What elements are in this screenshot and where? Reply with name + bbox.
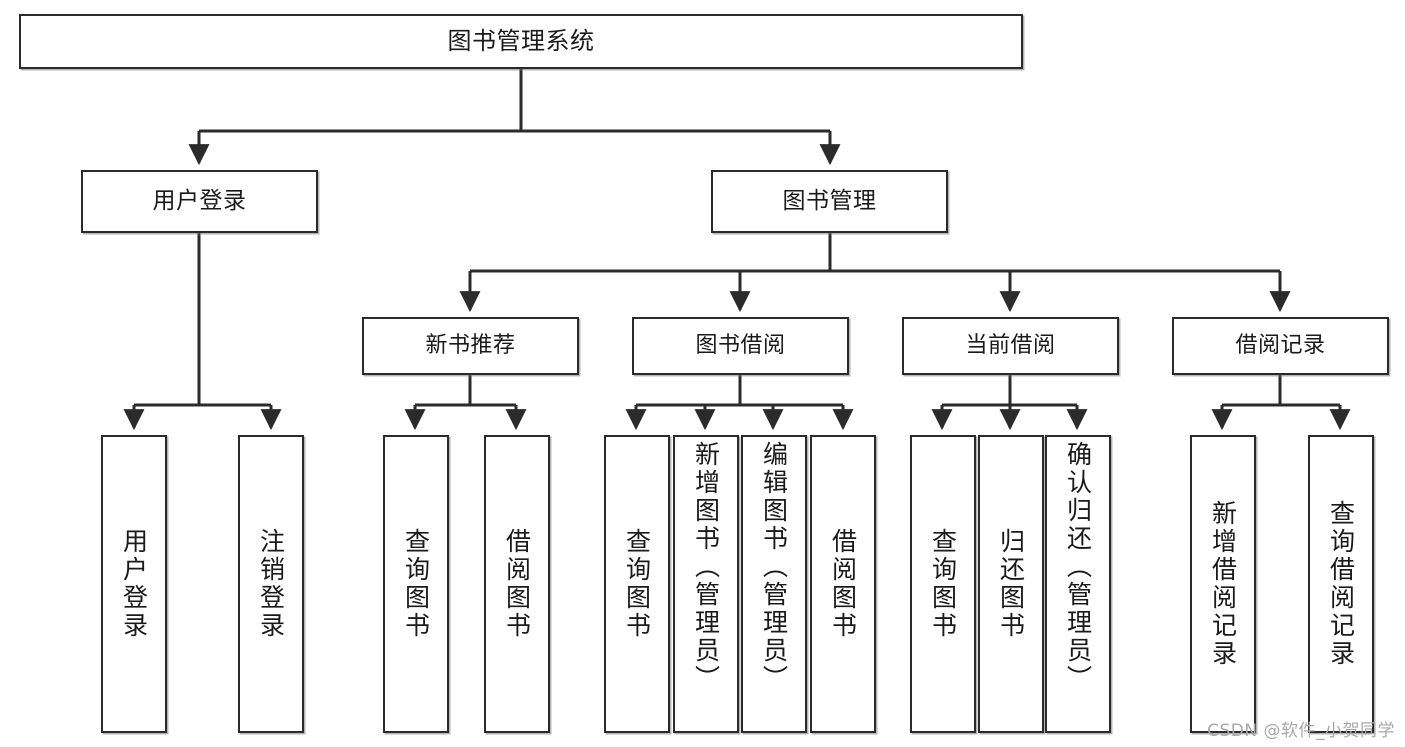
edges-book-management-to-level3 [459,233,1291,313]
watermark: CSDN @软件_小贺同学 [1207,721,1395,741]
node-leaf-query-book-3[interactable]: 查询图书 [910,435,976,733]
edges-user-login-to-leaves [123,233,282,431]
node-leaf-add-book[interactable]: 新增图书（管理员） [673,435,739,733]
node-leaf-query-book-2[interactable]: 查询图书 [604,435,670,733]
node-new-book-recommend[interactable]: 新书推荐 [362,317,579,375]
node-root[interactable]: 图书管理系统 [19,14,1023,69]
node-leaf-confirm-return-label: 确认归还（管理员） [1063,441,1093,693]
node-current-borrow[interactable]: 当前借阅 [902,317,1119,375]
node-leaf-query-book-1[interactable]: 查询图书 [383,435,449,733]
node-leaf-edit-book-label: 编辑图书（管理员） [759,441,789,693]
node-book-management[interactable]: 图书管理 [711,170,948,233]
node-borrow-record-label: 借阅记录 [1235,333,1326,359]
node-leaf-query-book-2-label: 查询图书 [622,528,652,640]
node-borrow-record[interactable]: 借阅记录 [1172,317,1389,375]
node-root-label: 图书管理系统 [447,26,595,55]
node-leaf-query-record[interactable]: 查询借阅记录 [1308,435,1374,733]
node-leaf-user-logout-label: 注销登录 [256,528,286,640]
node-book-borrow[interactable]: 图书借阅 [632,317,849,375]
node-book-management-label: 图书管理 [782,188,877,215]
node-leaf-borrow-book-2[interactable]: 借阅图书 [810,435,876,733]
node-leaf-edit-book[interactable]: 编辑图书（管理员） [741,435,807,733]
node-leaf-add-record-label: 新增借阅记录 [1208,500,1238,668]
node-leaf-query-book-3-label: 查询图书 [928,528,958,640]
node-leaf-add-record[interactable]: 新增借阅记录 [1190,435,1256,733]
node-user-login-label: 用户登录 [152,188,247,215]
node-leaf-query-record-label: 查询借阅记录 [1326,500,1356,668]
node-leaf-confirm-return[interactable]: 确认归还（管理员） [1045,435,1111,733]
node-leaf-borrow-book-1[interactable]: 借阅图书 [484,435,550,733]
node-book-borrow-label: 图书借阅 [695,333,786,359]
node-current-borrow-label: 当前借阅 [965,333,1056,359]
edges-current-borrow-to-leaves [931,375,1088,431]
node-leaf-return-book-label: 归还图书 [996,528,1026,640]
edges-borrow-record-to-leaves [1211,375,1351,431]
edges-new-book-recommend-to-leaves [404,375,527,431]
node-leaf-return-book[interactable]: 归还图书 [978,435,1044,733]
node-leaf-user-login[interactable]: 用户登录 [101,435,167,733]
node-leaf-query-book-1-label: 查询图书 [401,528,431,640]
node-user-login[interactable]: 用户登录 [81,170,318,233]
edges-root-to-level2 [188,69,841,166]
node-leaf-user-login-label: 用户登录 [119,528,149,640]
node-leaf-user-logout[interactable]: 注销登录 [238,435,304,733]
edges-book-borrow-to-leaves [625,375,854,431]
node-new-book-recommend-label: 新书推荐 [425,333,516,359]
node-leaf-add-book-label: 新增图书（管理员） [691,441,721,693]
node-leaf-borrow-book-1-label: 借阅图书 [502,528,532,640]
node-leaf-borrow-book-2-label: 借阅图书 [828,528,858,640]
